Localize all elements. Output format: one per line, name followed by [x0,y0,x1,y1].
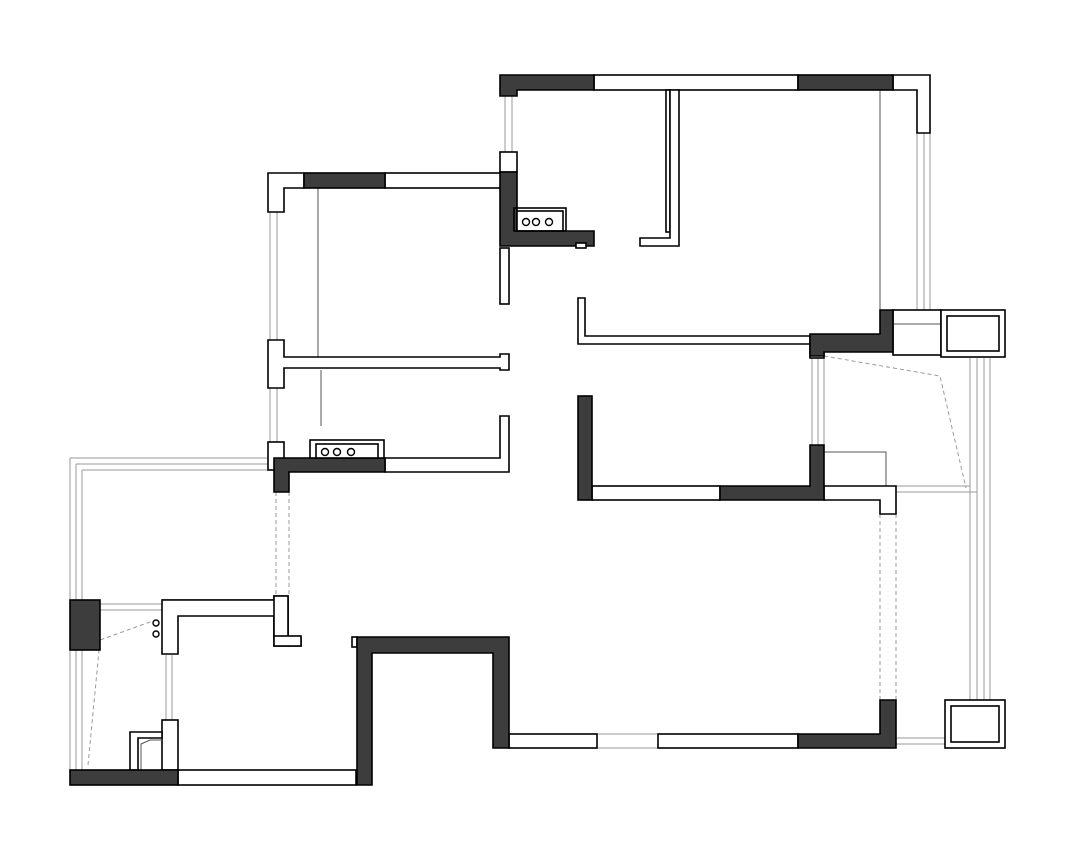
walls-dark [69,74,897,786]
burner-icon [531,217,541,227]
walls-light [129,74,942,786]
burner-icon [346,447,356,457]
ac-unit-upper [940,309,1006,358]
balcony-right [596,355,991,749]
balcony-left [69,457,290,770]
bathroom-fixture-icon [152,619,160,638]
window-lines [269,90,931,442]
burner-icon [544,217,554,227]
stove-top-upper [513,207,587,249]
burner-icon [320,447,330,457]
stove-top-lower [309,439,385,459]
burner-icon [521,217,531,227]
ac-unit-lower [944,699,1006,749]
burner-icon [332,447,342,457]
